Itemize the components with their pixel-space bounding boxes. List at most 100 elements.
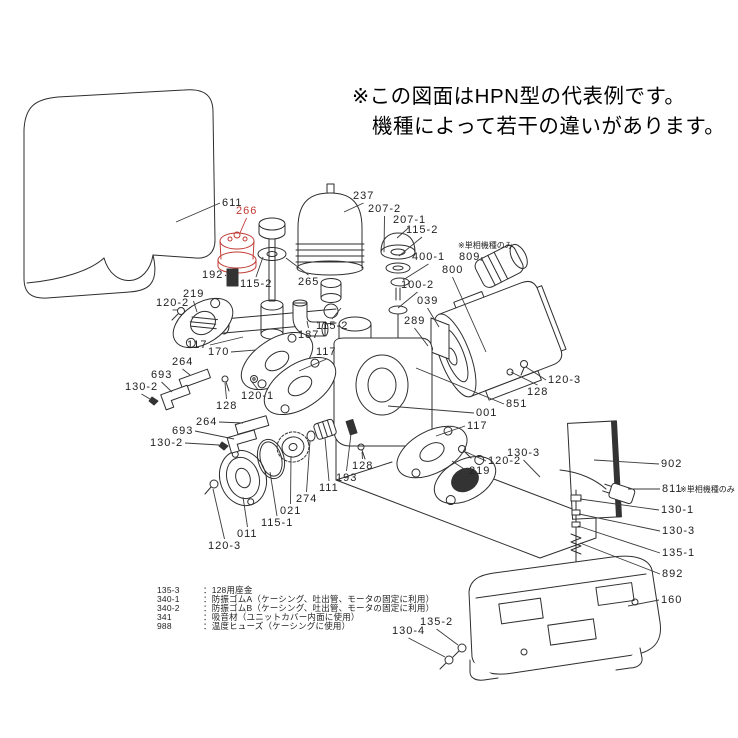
bolt-120-2-left-shape bbox=[171, 307, 185, 321]
part-callout-693: 693 bbox=[151, 369, 173, 381]
leader-line-809 bbox=[480, 256, 483, 262]
bolt-120-1-shape bbox=[250, 375, 258, 383]
part-callout-115-1: 115-1 bbox=[261, 517, 294, 529]
leader-line-128 bbox=[361, 451, 363, 460]
leader-line-115-2 bbox=[331, 307, 342, 320]
screw-128-center-shape bbox=[357, 443, 366, 460]
power-cord-811-shape bbox=[559, 469, 636, 505]
leader-line-100-2 bbox=[397, 291, 418, 309]
leader-line-011 bbox=[242, 496, 248, 528]
part-callout-811: 811 bbox=[662, 483, 683, 495]
legend-part-id: 340-1 bbox=[157, 594, 180, 604]
bolt-120-2-right-shape bbox=[458, 445, 472, 459]
leader-line-170 bbox=[230, 349, 257, 353]
cap-207-shape bbox=[380, 232, 416, 350]
part-callout-011: 011 bbox=[237, 528, 258, 540]
leader-line-207-2 bbox=[383, 215, 385, 253]
flange-219-left-shape bbox=[172, 297, 234, 349]
part-callout-187: 187 bbox=[298, 329, 320, 341]
leader-line-219 bbox=[451, 460, 468, 472]
oring-115-1-shape bbox=[256, 438, 286, 480]
part-callout-264: 264 bbox=[196, 416, 218, 428]
leader-line-039 bbox=[427, 307, 440, 328]
part-callout-111: 111 bbox=[319, 482, 339, 494]
impeller-021-shape bbox=[276, 431, 310, 463]
header-note: ※この図面はHPN型の代表例です。 機種によって若干の違いがあります。 bbox=[352, 82, 734, 142]
legend-part-desc: ：温度ヒューズ（ケーシングに使用） bbox=[203, 621, 351, 631]
leader-line-115-1 bbox=[269, 471, 278, 517]
pressure-tank-237-shape bbox=[295, 183, 365, 276]
part-callout-128: 128 bbox=[352, 460, 374, 472]
part-callout-902: 902 bbox=[661, 458, 683, 470]
bolt-stack-shape bbox=[570, 489, 582, 563]
part-callout-192: 192 bbox=[202, 269, 224, 281]
bolt-120-3-left-shape bbox=[204, 479, 219, 495]
legend-part-desc: ：吸音材（ユニットカバー内面に使用） bbox=[203, 612, 360, 622]
leader-line-130-2 bbox=[184, 442, 220, 446]
legend-part-desc: ：防振ゴムA（ケーシング、吐出管、モータの固定に利用） bbox=[203, 594, 435, 604]
leader-line-902 bbox=[593, 459, 660, 465]
part-callout-117: 117 bbox=[467, 420, 488, 432]
plate-693-upper-shape bbox=[160, 384, 191, 411]
part-callout-: ※単相機種のみ bbox=[458, 241, 513, 250]
header-note-line2: 機種によって若干の違いがあります。 bbox=[372, 115, 726, 138]
legend-part-desc: ：128用座金 bbox=[203, 585, 253, 595]
legend-notes: 135-3 ：128用座金 340-1 ：防振ゴムA（ケーシング、吐出管、モータの固定… bbox=[157, 586, 434, 631]
leader-line-130-4 bbox=[408, 637, 446, 658]
part-callout-219: 219 bbox=[469, 465, 491, 477]
part-callout-265: 265 bbox=[298, 276, 320, 288]
leader-line-265 bbox=[285, 257, 309, 276]
screw-135-2-shape bbox=[452, 643, 467, 658]
part-callout-021: 021 bbox=[280, 505, 302, 517]
part-callout-130-2: 130-2 bbox=[125, 381, 159, 393]
leader-line-400-1 bbox=[402, 263, 429, 281]
screw-130-4-shape bbox=[439, 655, 454, 670]
leader-line-130-3 bbox=[523, 459, 541, 478]
part-callout-207-1: 207-1 bbox=[393, 214, 427, 226]
leader-line-289 bbox=[414, 327, 429, 347]
capacitor-809-shape bbox=[474, 243, 528, 288]
part-callout-128: 128 bbox=[216, 400, 238, 412]
part-callout-219: 219 bbox=[183, 288, 205, 300]
gasket-117-right-shape bbox=[396, 425, 468, 479]
part-callout-120-3: 120-3 bbox=[548, 374, 582, 386]
leader-line-128 bbox=[224, 382, 227, 400]
part-callout-130-3: 130-3 bbox=[507, 447, 541, 459]
legend-part-id: 135-3 bbox=[157, 585, 180, 595]
leader-line-264 bbox=[218, 421, 244, 424]
leader-line-892 bbox=[579, 542, 661, 575]
leader-line-207-1 bbox=[396, 226, 410, 239]
leader-line-611 bbox=[175, 202, 221, 223]
leader-line-693 bbox=[194, 430, 235, 440]
leader-line-130-1 bbox=[579, 498, 660, 511]
leader-line-120-3 bbox=[525, 366, 547, 381]
leader-line-130-3 bbox=[578, 513, 661, 532]
leader-line-128 bbox=[510, 371, 538, 386]
screw-128-left-shape bbox=[221, 375, 230, 392]
leader-line-237 bbox=[343, 202, 364, 213]
leader-line-135-2 bbox=[436, 628, 459, 646]
part-callout-266: 266 bbox=[236, 205, 258, 217]
part-callout-120-1: 120-1 bbox=[241, 390, 275, 402]
base-160-shape bbox=[468, 555, 662, 681]
part-callout-170: 170 bbox=[208, 346, 230, 358]
leader-line-219 bbox=[193, 300, 198, 313]
leader-line-266 bbox=[239, 217, 247, 234]
part-callout-130-2: 130-2 bbox=[150, 437, 184, 449]
part-callout-117: 117 bbox=[187, 339, 208, 351]
part-callout-611: 611 bbox=[222, 197, 243, 209]
leader-line-187 bbox=[306, 320, 309, 329]
leader-line-001 bbox=[387, 405, 475, 414]
part-callout-120-2: 120-2 bbox=[156, 297, 190, 309]
part-callout-130-1: 130-1 bbox=[661, 504, 695, 516]
part-callout-135-2: 135-2 bbox=[420, 616, 454, 628]
leader-line-117 bbox=[435, 425, 466, 437]
leader-line-117 bbox=[209, 336, 244, 346]
part-callout-809: 809 bbox=[459, 251, 481, 263]
part-callout-207-2: 207-2 bbox=[368, 203, 402, 215]
legend-part-id: 341 bbox=[157, 612, 172, 622]
part-callout-128: 128 bbox=[527, 386, 549, 398]
